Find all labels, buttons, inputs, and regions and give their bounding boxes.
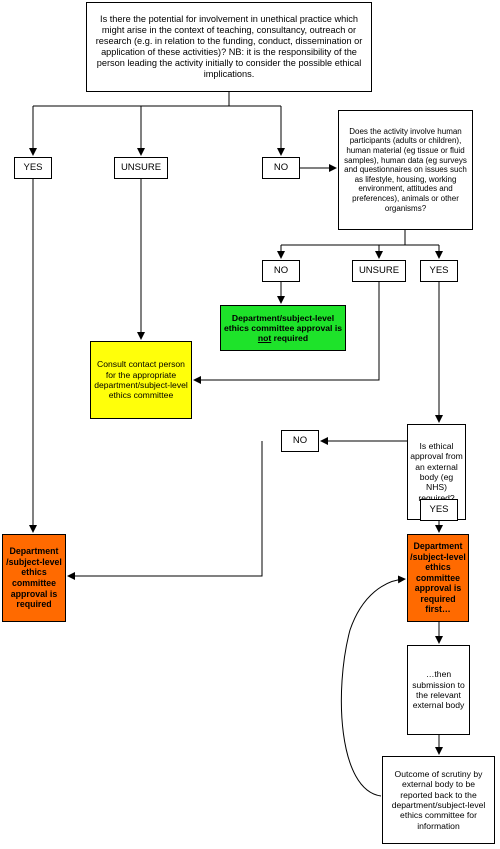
outcome-report-box: Outcome of scrutiny by external body to … xyxy=(382,756,495,844)
answer-no-first-label: NO xyxy=(273,162,289,174)
external-approval-question-text: Is ethical approval from an external bod… xyxy=(410,441,463,503)
answer-no-second-label: NO xyxy=(273,265,289,277)
answer-unsure-first: UNSURE xyxy=(114,157,168,179)
not-required-emphasis: not xyxy=(257,333,272,344)
answer-no-third-label: NO xyxy=(292,435,308,447)
answer-yes-first-label: YES xyxy=(23,162,43,174)
approval-required-first-box: Department /subject-level ethics committ… xyxy=(407,534,469,622)
start-question-box: Is there the potential for involvement i… xyxy=(86,2,372,92)
answer-yes-third: YES xyxy=(420,499,458,521)
answer-no-third: NO xyxy=(281,430,319,452)
outcome-report-text: Outcome of scrutiny by external body to … xyxy=(391,769,486,831)
not-required-after: required xyxy=(271,333,309,344)
connector-unsure2-to-yellow xyxy=(193,282,380,384)
not-required-before: Department/subject-level ethics committe… xyxy=(224,312,342,333)
connector-no3-to-required xyxy=(67,441,263,580)
consult-contact-text: Consult contact person for the appropria… xyxy=(94,359,188,401)
answer-no-first: NO xyxy=(262,157,300,179)
approval-required-text: Department /subject-level ethics committ… xyxy=(6,546,62,610)
answer-unsure-second: UNSURE xyxy=(352,260,406,282)
human-participants-question-text: Does the activity involve human particip… xyxy=(344,126,467,213)
human-participants-question-box: Does the activity involve human particip… xyxy=(338,110,473,230)
answer-yes-first: YES xyxy=(14,157,52,179)
approval-not-required-text: Department/subject-level ethics committe… xyxy=(224,313,342,344)
approval-required-first-text: Department /subject-level ethics committ… xyxy=(410,541,466,615)
answer-yes-second: YES xyxy=(420,260,458,282)
consult-contact-box: Consult contact person for the appropria… xyxy=(90,341,192,419)
connector-feedback-curve xyxy=(340,575,406,797)
external-submission-box: …then submission to the relevant externa… xyxy=(407,645,470,735)
external-submission-text: …then submission to the relevant externa… xyxy=(412,669,465,711)
answer-unsure-first-label: UNSURE xyxy=(120,162,162,174)
answer-no-second: NO xyxy=(262,260,300,282)
start-question-text: Is there the potential for involvement i… xyxy=(95,13,363,80)
answer-unsure-second-label: UNSURE xyxy=(358,265,400,277)
answer-yes-third-label: YES xyxy=(429,504,449,516)
approval-not-required-box: Department/subject-level ethics committe… xyxy=(220,305,346,351)
answer-yes-second-label: YES xyxy=(429,265,449,277)
approval-required-box: Department /subject-level ethics committ… xyxy=(2,534,66,622)
